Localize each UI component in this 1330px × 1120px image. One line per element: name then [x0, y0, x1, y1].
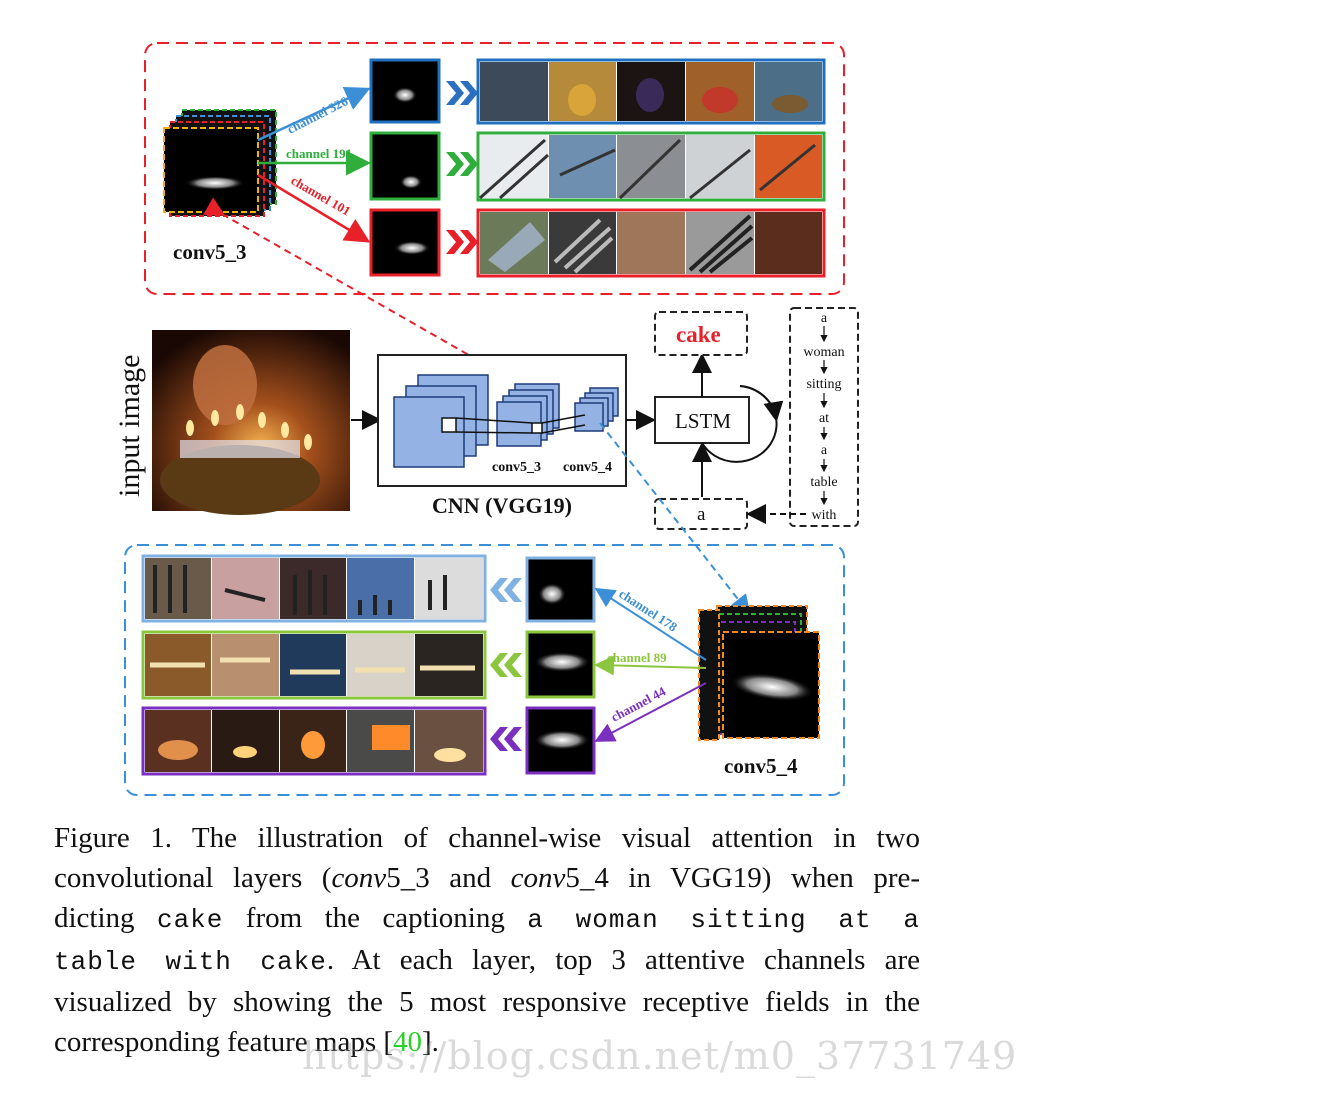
caption-code: a woman sitting at a: [527, 905, 920, 935]
caption-text: corresponding feature maps [: [54, 1026, 394, 1058]
caption-sequence: a woman sitting at a table with: [803, 311, 844, 523]
top-feature-map-2: [369, 131, 441, 201]
conv5-3-label: conv5_3: [173, 240, 247, 264]
bottom-receptive-fields-row-3: [141, 706, 487, 776]
caption-text: dicting: [54, 902, 157, 934]
caption-word: sitting: [806, 377, 841, 392]
bottom-panel: [124, 544, 845, 796]
caption-code: table with cake: [54, 947, 327, 977]
caption-text: . At each layer, top 3 attentive channel…: [326, 944, 920, 976]
chevron-left-icon: [490, 727, 522, 751]
top-panel: [144, 42, 845, 295]
caption-word: a: [821, 311, 828, 326]
caption-line-3: dicting cake from the captioning a woman…: [54, 898, 920, 940]
input-word: a: [697, 504, 706, 525]
caption-line-5: visualized by showing the 5 most respons…: [54, 986, 920, 1018]
caption-code: cake: [156, 905, 224, 935]
chevron-icon: [446, 81, 478, 105]
caption-line-1: Figure 1. The illustration of channel-wi…: [54, 822, 920, 854]
caption-word: table: [810, 475, 837, 490]
caption-line-2: convolutional layers (conv5_3 and conv5_…: [54, 858, 920, 898]
top-receptive-fields-row-1: [476, 58, 826, 125]
caption-word: woman: [803, 345, 844, 360]
cnn-layer-stack-large: [393, 374, 489, 468]
caption-line-6: corresponding feature maps [40].: [54, 1022, 920, 1062]
caption-word: a: [821, 443, 828, 458]
caption-text: 5_4 in VGG19) when pre-: [565, 862, 921, 894]
channel-178-label: channel 178: [616, 586, 680, 635]
bottom-receptive-fields-row-2: [141, 630, 487, 700]
caption-italic: conv: [510, 862, 566, 894]
top-receptive-fields-row-3: [476, 208, 826, 278]
top-feature-map-1: [369, 58, 441, 124]
output-word: cake: [676, 322, 721, 347]
cnn-label: CNN (VGG19): [432, 493, 572, 518]
chevron-left-icon: [490, 653, 522, 677]
top-receptive-fields-row-2: [476, 131, 826, 202]
bottom-feature-map-1: [525, 556, 596, 623]
input-image-label: input image: [113, 355, 146, 497]
conv5-4-label: conv5_4: [724, 754, 798, 778]
top-feature-map-3: [369, 208, 441, 277]
caption-word: with: [812, 508, 837, 523]
channel-326-label: channel 326: [285, 93, 351, 137]
input-image: [152, 330, 350, 515]
figure-1: conv5_3 channel 326 channel 191 channel …: [113, 42, 859, 796]
bottom-receptive-fields-row-1: [141, 554, 487, 623]
lstm-label: LSTM: [675, 409, 731, 433]
conv5-4-feature-stack: [698, 605, 820, 741]
bottom-feature-map-2: [525, 630, 596, 699]
caption-text: ].: [422, 1026, 439, 1058]
caption-text: 5_3 and: [386, 862, 511, 894]
bottom-feature-map-3: [525, 706, 596, 775]
conv5-3-feature-stack: [163, 109, 277, 217]
watermark: https://blog.csdn.net/m0_37731749: [302, 1034, 1018, 1078]
channel-89-label: channel 89: [607, 650, 667, 665]
output-word-box: [654, 311, 748, 356]
cnn-inner-label-conv5-4: conv5_4: [563, 460, 612, 475]
cnn-layer-stack-conv5-4: [574, 387, 619, 432]
caption-word: at: [819, 411, 829, 426]
caption-sequence-box: [789, 307, 859, 527]
cnn-inner-label-conv5-3: conv5_3: [492, 460, 541, 475]
caption-line-4: table with cake. At each layer, top 3 at…: [54, 940, 920, 982]
chevron-icon: [446, 230, 478, 254]
figure-caption: Figure 1. The illustration of channel-wi…: [54, 818, 920, 1062]
chevron-icon: [446, 152, 478, 176]
caption-italic: conv: [331, 862, 387, 894]
channel-191-label: channel 191: [286, 146, 352, 161]
caption-text: from the captioning: [223, 902, 528, 934]
caption-text: convolutional layers (: [54, 862, 332, 894]
chevron-left-icon: [490, 578, 522, 602]
citation-link[interactable]: 40: [393, 1026, 423, 1058]
